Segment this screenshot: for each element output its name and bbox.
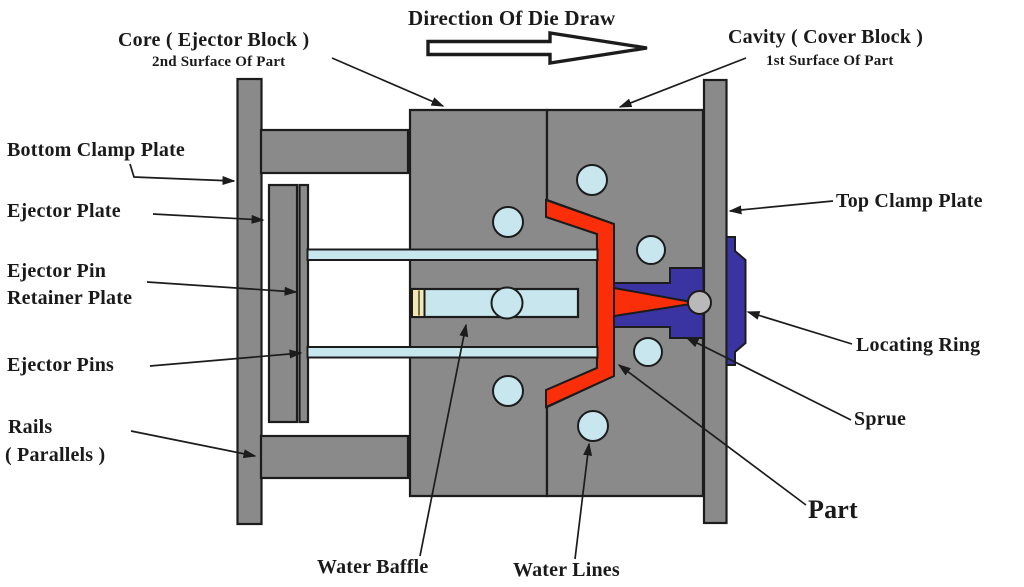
rails-label-line2: ( Parallels ) — [5, 444, 106, 466]
water-line-circle-core-bottom — [492, 375, 524, 407]
cavity-sublabel: 1st Surface Of Part — [766, 53, 894, 69]
bottom-clamp-plate-label: Bottom Clamp Plate — [7, 139, 186, 161]
baffle-cap-shape — [411, 288, 426, 318]
water-line-circle-cavity-top — [576, 164, 608, 196]
water-lines-label: Water Lines — [513, 559, 620, 581]
retainer-plate-shape — [298, 183, 310, 424]
leader-water-baffle — [419, 323, 469, 557]
die-draw-arrow-shape — [426, 31, 648, 65]
leader-rails — [130, 430, 257, 459]
water-baffle-label: Water Baffle — [317, 556, 429, 578]
rail-top-shape — [259, 128, 410, 175]
water-line-circle-core-top — [492, 206, 524, 238]
direction-title: Direction Of Die Draw — [408, 6, 616, 30]
water-line-circle-cavity-lower — [633, 337, 663, 367]
leader-bottom-clamp — [129, 163, 236, 186]
leader-retainer — [146, 281, 298, 296]
leader-ejector-plate — [152, 213, 265, 224]
leader-sprue — [685, 337, 852, 421]
cavity-label: Cavity ( Cover Block ) — [728, 26, 924, 48]
sprue-cone-shape — [613, 286, 698, 318]
sprue-label: Sprue — [854, 408, 907, 430]
part-label: Part — [808, 495, 858, 524]
leader-ejector-pins — [149, 349, 303, 367]
nozzle-seat-shape — [687, 290, 712, 315]
rail-bottom-shape — [259, 434, 410, 480]
leader-core — [331, 57, 445, 107]
retainer-plate-label-line1: Ejector Pin — [7, 260, 107, 282]
leader-cavity — [618, 57, 747, 108]
ejector-pin-lower-shape — [306, 346, 599, 359]
bottom-clamp-plate-shape — [236, 77, 263, 526]
ejector-plate-shape — [267, 183, 299, 424]
retainer-plate-label-line2: Retainer Plate — [7, 287, 133, 309]
ejector-pin-upper-shape — [306, 248, 599, 261]
core-label: Core ( Ejector Block ) — [118, 29, 310, 51]
baffle-water-circle — [490, 286, 524, 320]
water-line-circle-cavity-upper — [636, 235, 666, 265]
water-line-circle-cavity-bottom — [577, 410, 609, 442]
rails-label-line1: Rails — [8, 416, 53, 438]
top-clamp-plate-label: Top Clamp Plate — [836, 190, 983, 212]
leader-part — [617, 364, 807, 506]
locating-ring-label: Locating Ring — [856, 334, 981, 356]
ejector-plate-label: Ejector Plate — [7, 200, 121, 222]
leader-water-lines — [574, 442, 593, 560]
leader-locating-ring — [746, 311, 853, 345]
locating-ring-shape — [725, 236, 747, 366]
leader-top-clamp — [728, 200, 834, 215]
core-sublabel: 2nd Surface Of Part — [152, 54, 286, 70]
ejector-pins-label: Ejector Pins — [7, 354, 115, 376]
